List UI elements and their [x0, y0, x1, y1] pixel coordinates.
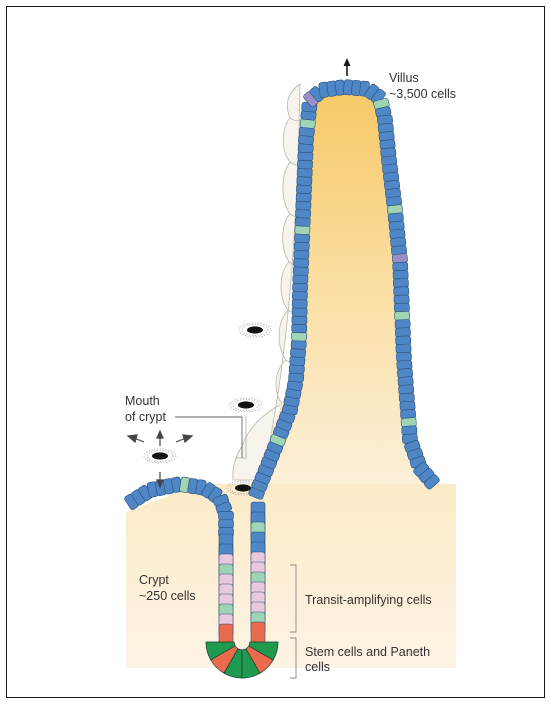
enterocyte-cell — [219, 520, 234, 529]
tissue-base — [126, 484, 456, 668]
crypt-count: ~250 cells — [139, 589, 196, 603]
stem-label-line1: Stem cells and Paneth — [305, 645, 430, 659]
enterocyte-cell — [292, 332, 307, 341]
enterocyte-cell — [292, 299, 307, 308]
crypt-title: Crypt — [139, 573, 169, 587]
crypt-opening-icon — [230, 398, 262, 412]
enterocyte-cell — [292, 315, 307, 324]
crypt-opening-icon — [144, 449, 176, 463]
enterocyte-cell — [219, 511, 234, 520]
crypt-opening-icon — [239, 323, 271, 337]
villus-title: Villus — [389, 71, 419, 85]
enterocyte-cell — [292, 324, 307, 333]
villus-count: ~3,500 cells — [389, 87, 456, 101]
enterocyte-cell — [292, 307, 307, 316]
stem-label-line2: cells — [305, 660, 330, 674]
mouth-label-line1: Mouth — [125, 394, 160, 408]
mouth-label-line2: of crypt — [125, 410, 167, 424]
transit-label: Transit-amplifying cells — [305, 593, 432, 607]
crypt-cell-right — [251, 622, 265, 644]
up-arrow-icon — [344, 58, 351, 76]
